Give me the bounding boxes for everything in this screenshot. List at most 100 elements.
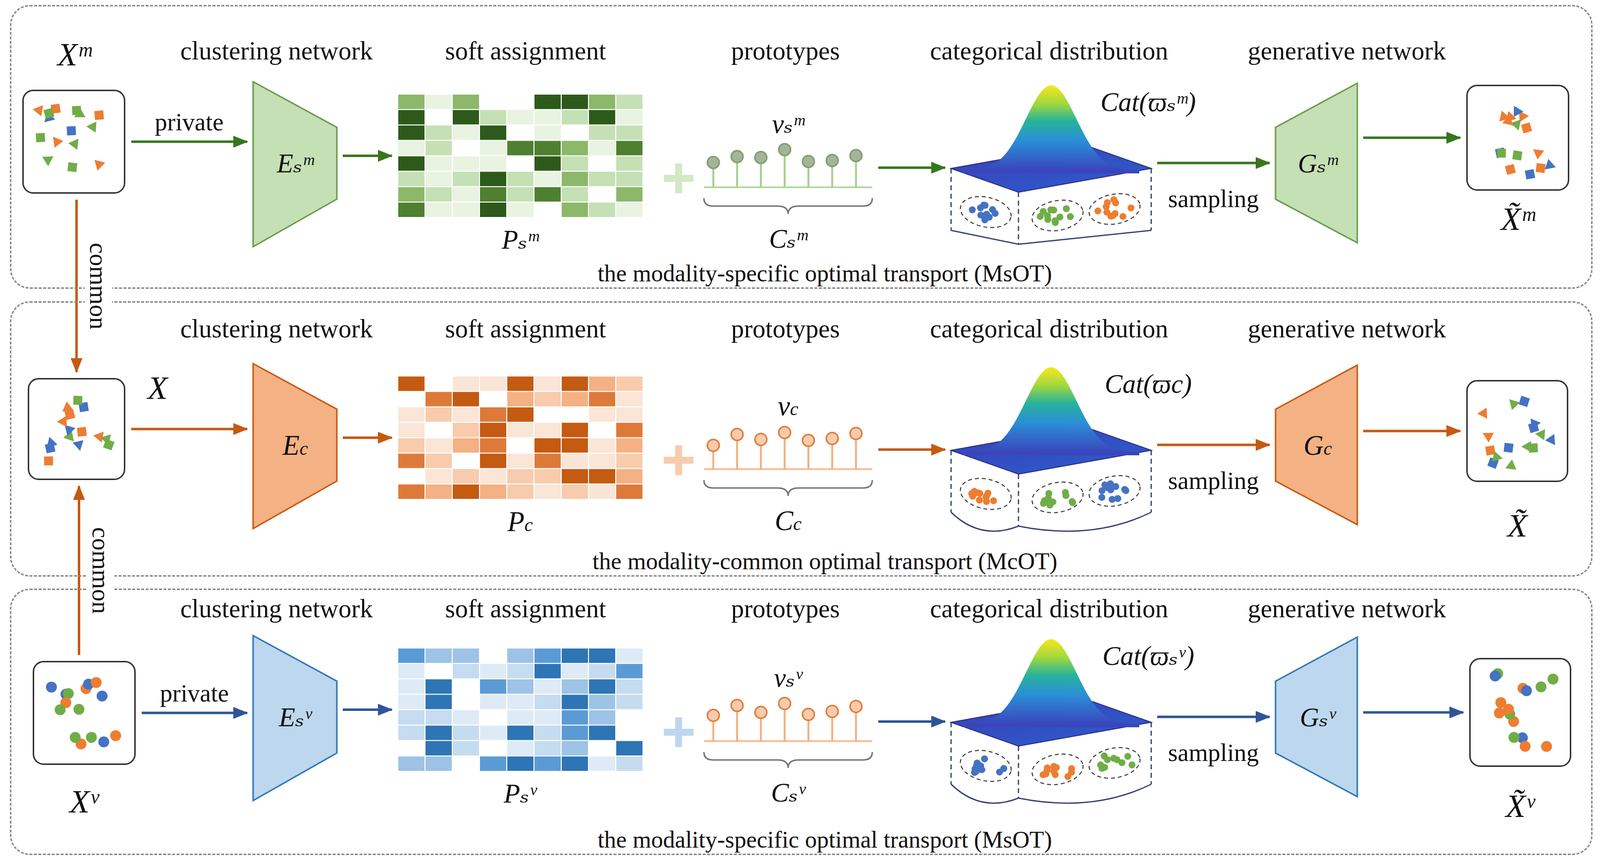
arrow-connector	[1157, 443, 1270, 447]
block-title: generative network	[1247, 593, 1446, 624]
heatmap-cell	[534, 156, 561, 171]
heatmap-cell	[588, 710, 616, 725]
heatmap-cell	[616, 422, 643, 437]
heatmap-cell	[398, 741, 425, 756]
arrow-connector	[342, 708, 392, 711]
math-symbol: Cₛᵐ	[769, 223, 808, 255]
data-point	[1524, 168, 1536, 180]
math-symbol: Gₛᵛ	[1299, 701, 1336, 733]
math-symbol: Cat(ϖc)	[1104, 368, 1192, 400]
heatmap-cell	[507, 648, 534, 663]
heatmap-cell	[452, 469, 480, 484]
heatmap-cell	[480, 171, 507, 187]
block-title: generative network	[1247, 36, 1446, 66]
heatmap-cell	[534, 756, 561, 771]
heatmap-cell	[507, 484, 534, 499]
heatmap-cell	[507, 663, 534, 679]
heatmap-cell	[452, 438, 480, 453]
math-symbol: Eₛᵐ	[276, 148, 314, 179]
data-point	[1502, 703, 1514, 715]
heatmap-cell	[480, 391, 507, 407]
modality-label: X	[147, 369, 168, 407]
heatmap-cell	[425, 202, 452, 217]
heatmap-cell	[588, 202, 616, 217]
cluster-point	[978, 766, 986, 774]
generated-data-box: X̃ᵛ	[1469, 657, 1572, 767]
prototype-dot	[754, 433, 767, 446]
box-edge	[1017, 474, 1020, 527]
soft-assignment-matrix: soft assignmentPc	[397, 375, 643, 500]
arrow-connector	[878, 720, 946, 723]
heatmap-cell	[561, 756, 588, 771]
heatmap-cell	[452, 109, 480, 125]
heatmap-cell	[588, 453, 616, 469]
block-title: generative network	[1247, 314, 1446, 344]
heatmap-ground	[397, 375, 643, 500]
heatmap-cell	[616, 694, 643, 709]
heatmap-cell	[534, 391, 561, 407]
heatmap-cell	[507, 407, 534, 422]
arrow-connector	[1363, 711, 1464, 714]
heatmap-cell	[425, 648, 452, 663]
heatmap-cell	[507, 94, 534, 109]
cluster-point	[975, 496, 983, 504]
math-symbol: Pc	[507, 505, 534, 538]
heatmap-cell	[452, 156, 480, 171]
data-point	[46, 681, 57, 693]
cluster-outline	[1029, 749, 1086, 789]
heatmap-cell	[534, 663, 561, 679]
heatmap-cell	[588, 756, 616, 771]
heatmap-cell	[561, 484, 588, 499]
heatmap-cell	[616, 202, 643, 217]
data-point	[35, 132, 46, 143]
data-point	[1482, 432, 1494, 443]
heatmap-cell	[588, 741, 616, 756]
heatmap-cell	[616, 438, 643, 453]
cluster-outline	[957, 474, 1014, 514]
categorical-distribution: categorical distributionCat(ϖₛᵛ)	[951, 635, 1152, 797]
cluster-outline	[1029, 196, 1086, 235]
data-point	[1541, 741, 1552, 752]
heatmap-cell	[561, 679, 588, 694]
cluster-point	[1049, 498, 1057, 506]
heatmap-cell	[480, 710, 507, 725]
heatmap-cell	[480, 109, 507, 125]
block-title: categorical distribution	[930, 314, 1169, 344]
data-point	[94, 160, 106, 171]
row-illustration	[32, 81, 1556, 247]
data-point	[74, 107, 86, 118]
heatmap-cell	[588, 94, 616, 109]
prototype-dot	[826, 432, 839, 445]
block-title: clustering network	[180, 593, 373, 624]
heatmap-cell	[425, 125, 452, 140]
heatmap-cell	[398, 187, 425, 202]
generative-network: generative networkGₛᵐ	[1275, 83, 1358, 243]
heatmap-cell	[480, 679, 507, 694]
heatmap-cell	[534, 94, 561, 109]
data-point	[1489, 670, 1501, 682]
data-point	[86, 121, 97, 133]
data-point	[53, 136, 64, 148]
heatmap-cell	[452, 376, 480, 391]
data-point	[1492, 450, 1503, 462]
data-point	[1477, 407, 1488, 419]
heatmap-cell	[507, 725, 534, 741]
heatmap-cell	[534, 376, 561, 391]
heatmap-cell	[616, 109, 643, 125]
heatmap-cell	[588, 171, 616, 187]
box-edge	[1017, 192, 1020, 245]
heatmap-cell	[561, 109, 588, 125]
heatmap-cell	[616, 156, 643, 171]
heatmap-cell	[480, 156, 507, 171]
prototype-dot	[850, 149, 862, 162]
cluster-point	[976, 489, 984, 497]
heatmap-cell	[588, 438, 616, 453]
heatmap-cell	[480, 376, 507, 391]
prototype-dot	[707, 156, 720, 169]
input-data-box: Xᵛ	[32, 660, 136, 765]
heatmap-cell	[507, 156, 534, 171]
heatmap-cell	[398, 422, 425, 437]
block-title: prototypes	[731, 593, 841, 624]
cluster-point	[1118, 758, 1126, 766]
heatmap-cell	[480, 484, 507, 499]
